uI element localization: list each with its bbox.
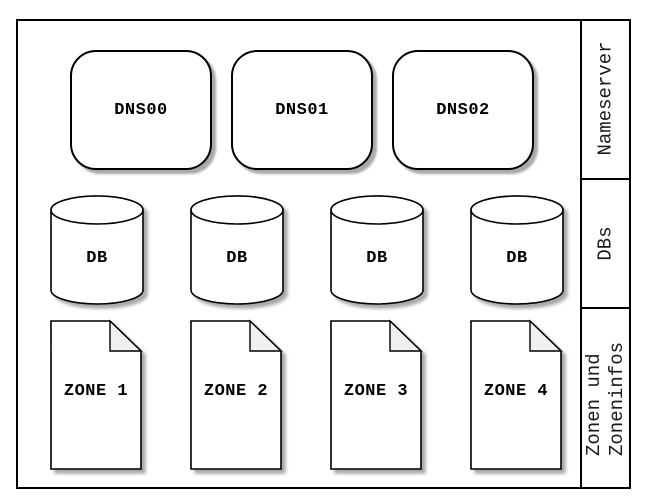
dns-node-2: DNS02 [392, 50, 534, 170]
legend-label-zones: Zonen und Zoneninfos [583, 341, 629, 457]
zone-document-2: ZONE 3 [330, 319, 423, 470]
db-cylinder-0: DB [50, 195, 144, 305]
db-cylinder-3: DB [470, 195, 564, 305]
dns-node-label: DNS00 [114, 100, 168, 120]
legend-section-dbs: DBs [582, 180, 631, 309]
dns-node-label: DNS02 [436, 100, 490, 120]
database-cylinder-icon [330, 195, 424, 305]
zone-document-1: ZONE 2 [190, 319, 283, 470]
db-label: DB [506, 249, 528, 268]
diagram-frame [16, 19, 631, 489]
db-label: DB [226, 249, 248, 268]
db-cylinder-1: DB [190, 195, 284, 305]
document-icon [190, 319, 283, 470]
legend-sidebar: Nameserver DBs Zonen und Zoneninfos [580, 19, 631, 489]
dns-node-1: DNS01 [231, 50, 373, 170]
zone-label: ZONE 4 [483, 382, 549, 401]
zone-label: ZONE 1 [63, 382, 129, 401]
db-label: DB [366, 249, 388, 268]
dns-node-label: DNS01 [275, 100, 329, 120]
zone-label: ZONE 2 [203, 382, 269, 401]
legend-label-dbs: DBs [595, 226, 617, 261]
dns-node-0: DNS00 [70, 50, 212, 170]
db-cylinder-2: DB [330, 195, 424, 305]
zone-label: ZONE 3 [343, 382, 409, 401]
zone-document-3: ZONE 4 [470, 319, 563, 470]
legend-label-nameserver: Nameserver [595, 41, 617, 156]
zone-document-0: ZONE 1 [50, 319, 143, 470]
database-cylinder-icon [470, 195, 564, 305]
legend-section-nameserver: Nameserver [582, 19, 631, 180]
document-icon [470, 319, 563, 470]
database-cylinder-icon [190, 195, 284, 305]
legend-section-zones: Zonen und Zoneninfos [582, 309, 631, 489]
db-label: DB [86, 249, 108, 268]
document-icon [330, 319, 423, 470]
document-icon [50, 319, 143, 470]
database-cylinder-icon [50, 195, 144, 305]
